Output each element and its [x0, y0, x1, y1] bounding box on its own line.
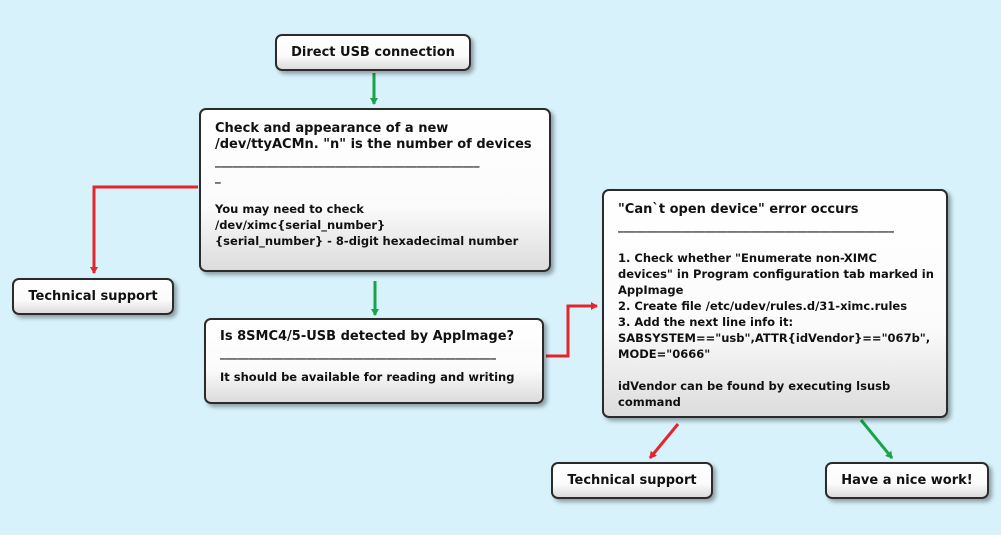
have-a-nice-work-label: Have a nice work! — [841, 472, 973, 488]
check-ttyacm-node: Check and appearance of a new /dev/ttyAC… — [199, 108, 551, 272]
check-separator: ________________________________________… — [215, 154, 480, 168]
check-line-2: /dev/ximc{serial_number} — [215, 218, 386, 232]
error-title: "Can`t open device" error occurs — [618, 202, 859, 217]
error-line-5: 3. Add the next line info it: — [618, 315, 794, 329]
check-title: Check and appearance of a new /dev/ttyAC… — [215, 121, 532, 152]
detected-title: Is 8SMC4/5-USB detected by AppImage? — [220, 329, 515, 344]
error-line-4: 2. Create file /etc/udev/rules.d/31-ximc… — [618, 299, 908, 313]
technical-support-bottom-node: Technical support — [551, 462, 713, 499]
check-separator-tail: _ — [215, 170, 221, 184]
error-note-line-2: command — [618, 395, 681, 409]
technical-support-left-node: Technical support — [12, 278, 174, 315]
detected-node: Is 8SMC4/5-USB detected by AppImage? ___… — [204, 318, 544, 404]
error-line-2: devices" in Program configuration tab ma… — [618, 267, 934, 281]
direct-usb-node: Direct USB connection — [275, 34, 471, 71]
error-note-line-1: idVendor can be found by executing lsusb — [618, 379, 891, 393]
error-line-7: MODE="0666" — [618, 347, 711, 361]
arrow-error-to-tech-bottom — [648, 423, 680, 459]
detected-line: It should be available for reading and w… — [220, 370, 515, 384]
technical-support-left-label: Technical support — [28, 288, 158, 304]
arrow-check-to-tech-left — [90, 185, 198, 274]
detected-separator: ________________________________________… — [220, 346, 496, 360]
error-line-1: 1. Check whether "Enumerate non-XIMC — [618, 251, 877, 265]
arrow-detected-to-error — [546, 302, 598, 358]
direct-usb-label: Direct USB connection — [291, 44, 455, 60]
arrow-error-to-nice — [859, 419, 894, 459]
have-a-nice-work-node: Have a nice work! — [825, 462, 989, 499]
error-separator: ________________________________________… — [618, 219, 894, 233]
error-line-3: AppImage — [618, 283, 684, 297]
check-line-1: You may need to check — [215, 202, 364, 216]
technical-support-bottom-label: Technical support — [567, 472, 697, 488]
error-line-6: SABSYSTEM=="usb",ATTR{idVendor}=="067b", — [618, 331, 931, 345]
check-line-3: {serial_number} - 8-digit hexadecimal nu… — [215, 234, 519, 248]
cant-open-device-node: "Can`t open device" error occurs _______… — [602, 189, 948, 418]
